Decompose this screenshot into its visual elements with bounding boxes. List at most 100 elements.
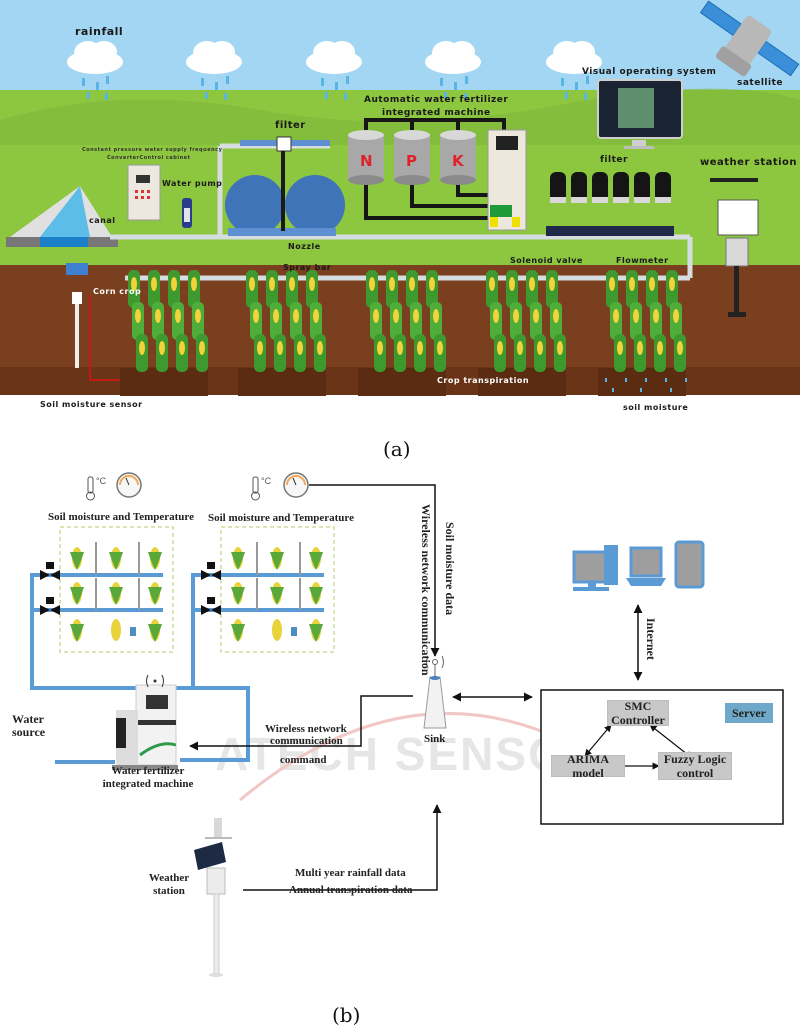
- cloud-icon: [546, 41, 602, 74]
- cloud-icon: [306, 41, 362, 74]
- corn-cob: [297, 341, 303, 355]
- field-box-1: [59, 526, 174, 653]
- corn-cob: [171, 277, 177, 291]
- corn-cob: [673, 309, 679, 323]
- label-command: command: [280, 754, 327, 766]
- valve-icon: [40, 562, 60, 580]
- valve-icon: [201, 562, 221, 580]
- corn-cob: [151, 277, 157, 291]
- valve-icon: [201, 597, 221, 615]
- corn-cob: [397, 341, 403, 355]
- tablet-icon: [674, 540, 705, 589]
- label-filter-right: filter: [600, 155, 628, 165]
- corn-cob: [277, 341, 283, 355]
- sprinkler-poles: [95, 542, 301, 610]
- corn-leaf: [231, 552, 245, 570]
- corn-cob: [389, 277, 395, 291]
- corn-cob: [493, 309, 499, 323]
- corn-cob: [369, 277, 375, 291]
- disc-filter-icon: [546, 172, 674, 236]
- corn-cob: [409, 277, 415, 291]
- corn-cob: [131, 277, 137, 291]
- label-satellite: satellite: [737, 78, 783, 88]
- tank-n: [348, 130, 384, 185]
- corn-cob: [609, 277, 615, 291]
- corn-cob: [517, 341, 523, 355]
- corn-cob: [199, 341, 205, 355]
- sink-tower-icon: [423, 655, 447, 729]
- corn-cob: [179, 341, 185, 355]
- control-cabinet-icon: [127, 164, 161, 221]
- thermometer-icon: [86, 476, 95, 501]
- weather-station-icon: [194, 818, 232, 977]
- temp-unit-1: °C: [96, 476, 107, 486]
- temp-unit-2: °C: [261, 476, 272, 486]
- corn-cob: [195, 309, 201, 323]
- label-soil-moisture-data: Soil moisture data: [443, 522, 457, 616]
- label-control-cabinet-1: Constant pressure water supply frequency: [82, 147, 223, 153]
- label-solenoid-valve: Solenoid valve: [510, 256, 583, 265]
- command-arrow: [189, 695, 413, 751]
- soil-moisture-drops: [605, 378, 687, 392]
- cloud-icon: [425, 41, 481, 74]
- weather-data-arrow: [243, 804, 442, 891]
- label-water-source: Water source: [12, 712, 46, 739]
- water-pump-icon: [182, 198, 192, 228]
- soil-sensor-icon: [130, 627, 136, 636]
- label-automatic-machine-1: Automatic water fertilizer: [364, 95, 509, 105]
- corn-cob: [653, 309, 659, 323]
- corn-cob: [433, 309, 439, 323]
- label-control-cabinet-2: ConverterControl cabinet: [107, 155, 191, 161]
- corn-cob: [135, 309, 141, 323]
- label-spray-bar: Spray bar: [283, 263, 332, 272]
- corn-leaf: [70, 552, 84, 570]
- crop-bed: [358, 368, 446, 396]
- corn-cob: [313, 309, 319, 323]
- corn-cob: [549, 277, 555, 291]
- corn-cob: [669, 277, 675, 291]
- label-nozzle: Nozzle: [288, 242, 321, 251]
- tank-letter-k: K: [452, 152, 465, 170]
- label-filter-left: filter: [275, 120, 306, 131]
- weather-station-icon: [710, 178, 759, 317]
- corn-cob: [155, 309, 161, 323]
- rain-drops: [82, 76, 589, 100]
- corn-cob: [649, 277, 655, 291]
- soil-data-arrow: [309, 484, 440, 657]
- corn-leaf: [70, 587, 84, 605]
- corn-crop-rows: [120, 270, 686, 396]
- corn-cob: [489, 277, 495, 291]
- humidity-gauge-icon: [116, 472, 142, 498]
- label-weather-station: Weather station: [148, 872, 190, 897]
- corn-cob: [393, 309, 399, 323]
- corn-cob: [497, 341, 503, 355]
- cloud-icon: [186, 41, 242, 74]
- corn-cob: [533, 309, 539, 323]
- field-group-title-1: Soil moisture and Temperature: [48, 511, 194, 523]
- fuzzy-logic-box: Fuzzy Logic control: [658, 752, 732, 780]
- corn-leaf: [309, 624, 323, 642]
- label-internet: Internet: [644, 618, 658, 660]
- panel-a-illustration: rainfall satellite Visual operating syst…: [0, 0, 800, 420]
- tank-letter-p: P: [406, 152, 418, 170]
- corn-cob: [437, 341, 443, 355]
- corn-cob: [249, 277, 255, 291]
- caption-a: (a): [383, 437, 411, 461]
- laptop-icon: [626, 546, 666, 586]
- corn-cob: [269, 277, 275, 291]
- corn-cob: [377, 341, 383, 355]
- fertilizer-pipes: [364, 118, 506, 220]
- corn-cob: [617, 341, 623, 355]
- label-wireless-comm-vertical: Wireless network communication: [419, 504, 433, 676]
- corn-leaf: [148, 624, 162, 642]
- corn-cob: [289, 277, 295, 291]
- label-visual-os: Visual operating system: [582, 67, 717, 77]
- corn-cob: [633, 309, 639, 323]
- corn-cob: [191, 277, 197, 291]
- corn-leaf: [270, 587, 284, 605]
- label-soil-moisture-sensor: Soil moisture sensor: [40, 400, 143, 409]
- irrigation-scene: [0, 0, 800, 420]
- label-water-pump: Water pump: [162, 179, 223, 188]
- fertilizer-machine-icon: [487, 129, 527, 231]
- corn-cob: [273, 309, 279, 323]
